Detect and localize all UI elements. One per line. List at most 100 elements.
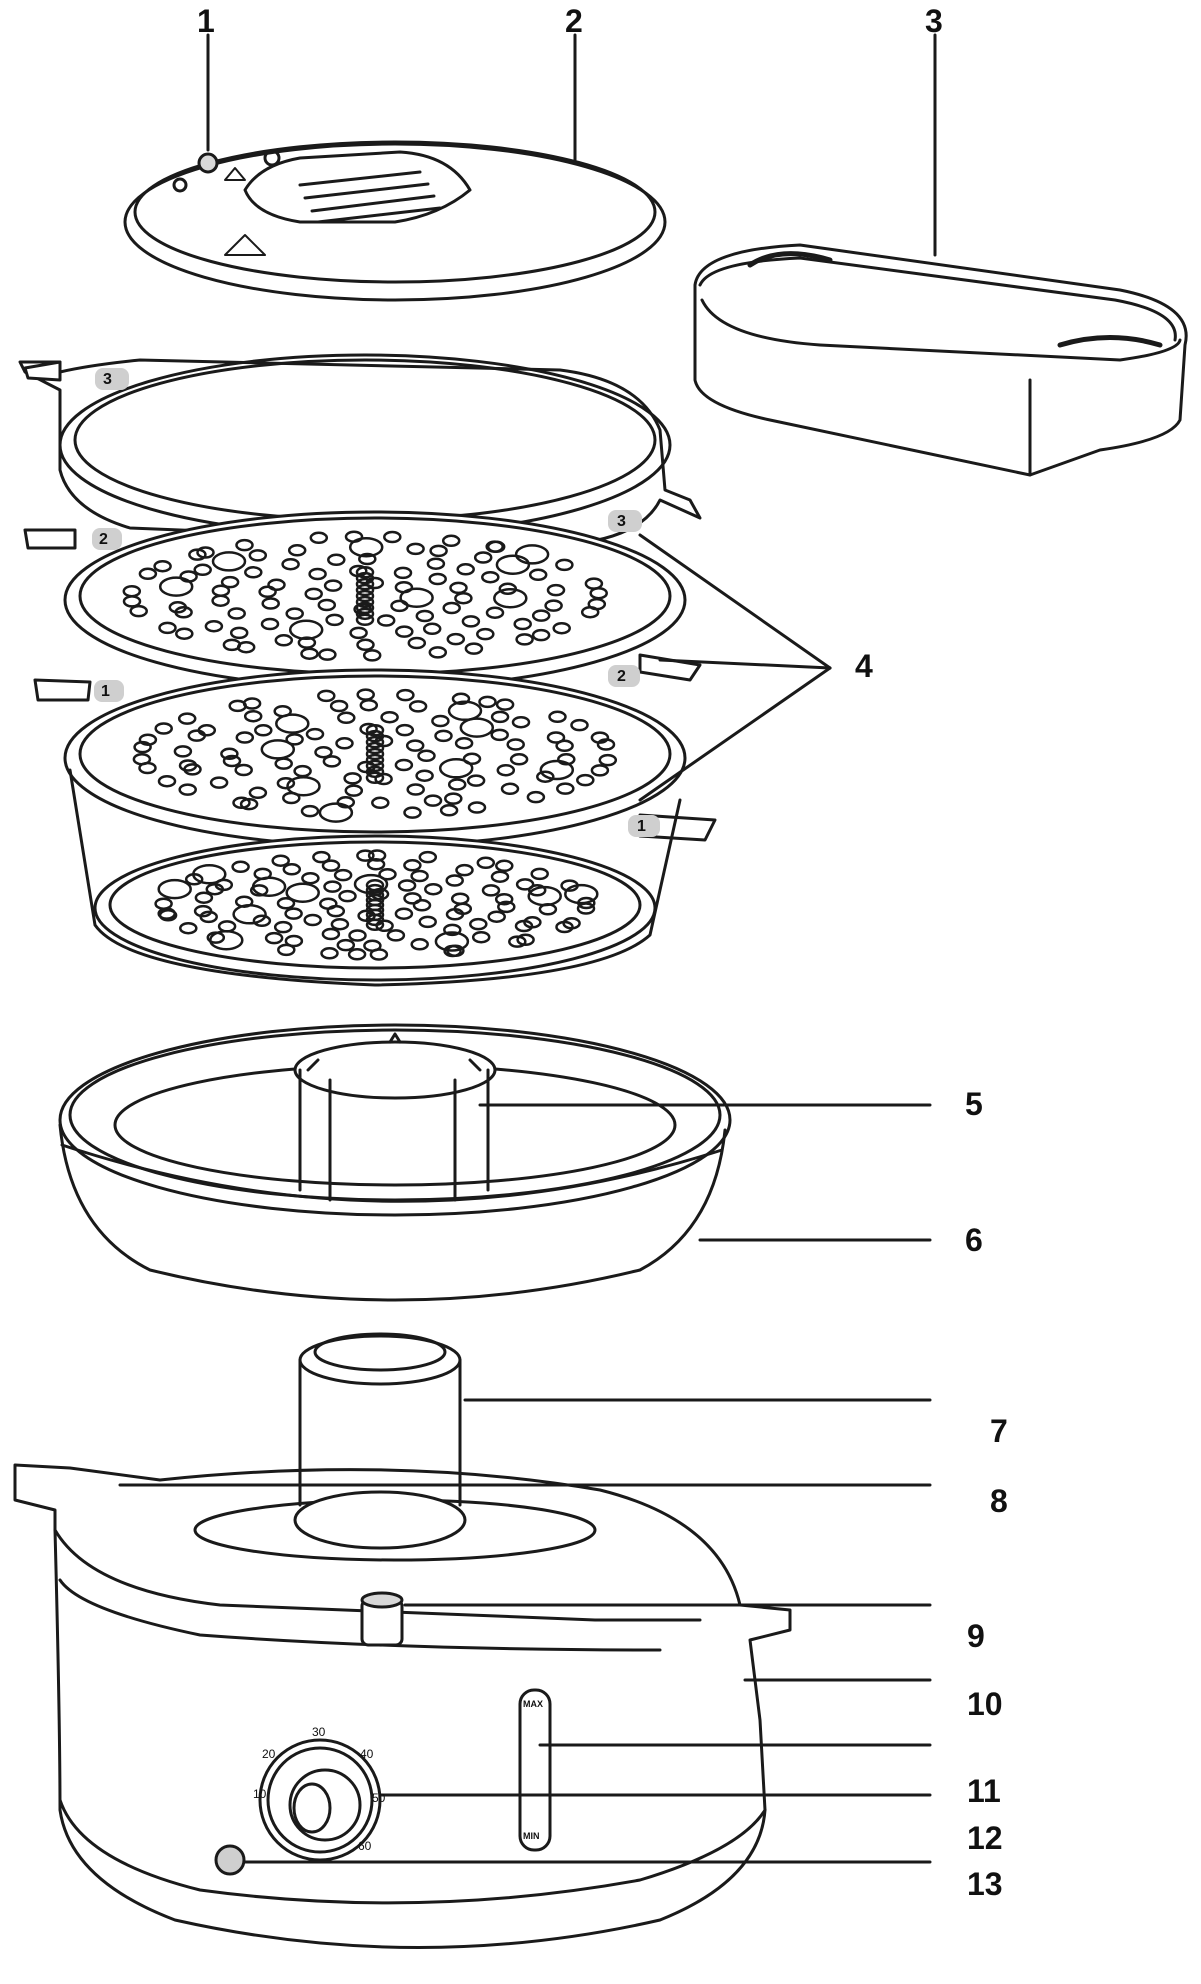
- lid: [123, 140, 667, 302]
- basket-hole: [596, 738, 616, 751]
- basket-hole: [192, 863, 227, 885]
- basket-hole: [546, 731, 566, 744]
- steamer-base: [13, 1332, 792, 1949]
- basket-hole: [439, 804, 459, 817]
- basket-hole: [467, 801, 487, 814]
- basket-hole: [438, 758, 474, 779]
- basket-hole: [527, 884, 547, 897]
- water-mark-max: MAX: [523, 1699, 543, 1709]
- basket-hole: [204, 619, 224, 633]
- basket-hole: [415, 769, 434, 782]
- basket-hole: [564, 883, 599, 905]
- basket-hole: [286, 775, 321, 797]
- timer-mark-20: 20: [262, 1747, 276, 1761]
- basket-hole: [495, 859, 514, 873]
- basket-hole: [178, 783, 197, 796]
- basket-hole: [323, 880, 342, 893]
- basket-hole: [355, 577, 375, 591]
- basket-hole: [173, 745, 193, 758]
- basket-hole: [234, 763, 253, 777]
- basket-hole: [590, 764, 610, 777]
- basket-hole: [336, 796, 356, 809]
- basket-hole: [229, 626, 249, 640]
- basket-hole: [580, 605, 600, 619]
- basket-hole: [260, 739, 296, 760]
- basket-hole: [399, 587, 434, 608]
- basket-hole: [365, 723, 385, 737]
- basket-hole: [355, 595, 375, 609]
- basket-hole: [196, 546, 215, 559]
- basket-hole: [459, 717, 495, 738]
- basket-hole: [138, 733, 158, 746]
- basket-hole: [353, 873, 389, 895]
- basket-hole: [154, 897, 173, 910]
- basket-hole: [254, 724, 273, 737]
- basket-hole: [222, 638, 242, 652]
- basket-hole: [442, 601, 461, 615]
- callout-13: 13: [967, 1866, 1003, 1902]
- callout-10: 10: [967, 1686, 1003, 1722]
- basket-hole: [527, 885, 562, 907]
- basket-hole: [403, 892, 422, 905]
- basket-hole: [418, 850, 438, 864]
- basket-hole: [231, 860, 250, 874]
- basket-hole: [386, 929, 406, 942]
- basket-number-1a: 1: [101, 683, 110, 700]
- callout-2: 2: [565, 3, 583, 39]
- basket-hole: [557, 753, 576, 766]
- basket-hole: [314, 745, 333, 759]
- basket-hole: [395, 625, 414, 638]
- indicator-light: [214, 1844, 246, 1876]
- basket-hole: [434, 931, 470, 952]
- basket-hole: [248, 786, 268, 800]
- basket-hole: [132, 752, 152, 766]
- basket-hole: [498, 582, 518, 596]
- basket-hole: [486, 540, 506, 554]
- basket-hole: [506, 738, 525, 751]
- basket-hole: [319, 897, 338, 910]
- basket-hole: [343, 772, 362, 785]
- basket-hole: [249, 884, 269, 897]
- basket-hole: [444, 792, 463, 805]
- basket-hole: [277, 943, 296, 957]
- basket-hole: [445, 874, 464, 887]
- basket-hole: [365, 771, 385, 785]
- basket-tag-1a: [94, 680, 124, 702]
- basket-hole: [179, 570, 198, 583]
- basket-hole: [276, 776, 296, 790]
- basket-hole: [548, 710, 567, 724]
- basket-hole: [239, 797, 259, 811]
- basket-hole: [271, 854, 290, 867]
- basket-hole: [546, 583, 566, 597]
- steam-guide: [293, 1032, 497, 1202]
- basket-hole: [282, 791, 301, 805]
- basket-hole: [415, 609, 435, 623]
- basket-hole: [355, 601, 375, 615]
- timer-knob: [288, 1768, 362, 1842]
- basket-hole: [431, 714, 450, 728]
- basket-hole: [276, 897, 296, 910]
- callout-6: 6: [965, 1222, 983, 1258]
- basket-hole: [321, 859, 341, 872]
- basket-hole: [428, 646, 448, 659]
- basket-holes-top: [122, 530, 608, 662]
- timer-mark-60: 60: [358, 1839, 372, 1853]
- basket-hole: [589, 586, 608, 600]
- basket-hole: [177, 712, 197, 725]
- basket-hole: [365, 747, 385, 761]
- basket-hole: [175, 627, 194, 640]
- basket-hole: [531, 609, 551, 622]
- basket-hole: [380, 710, 399, 724]
- basket-hole: [323, 579, 343, 592]
- basket-hole: [456, 563, 475, 576]
- basket-hole: [378, 868, 397, 881]
- steam-baskets: [18, 353, 717, 987]
- basket-hole: [473, 551, 493, 564]
- basket-hole: [211, 584, 231, 597]
- basket-hole: [397, 879, 417, 892]
- basket-hole: [234, 895, 254, 908]
- basket-hole: [285, 607, 304, 620]
- basket-hole: [300, 647, 319, 660]
